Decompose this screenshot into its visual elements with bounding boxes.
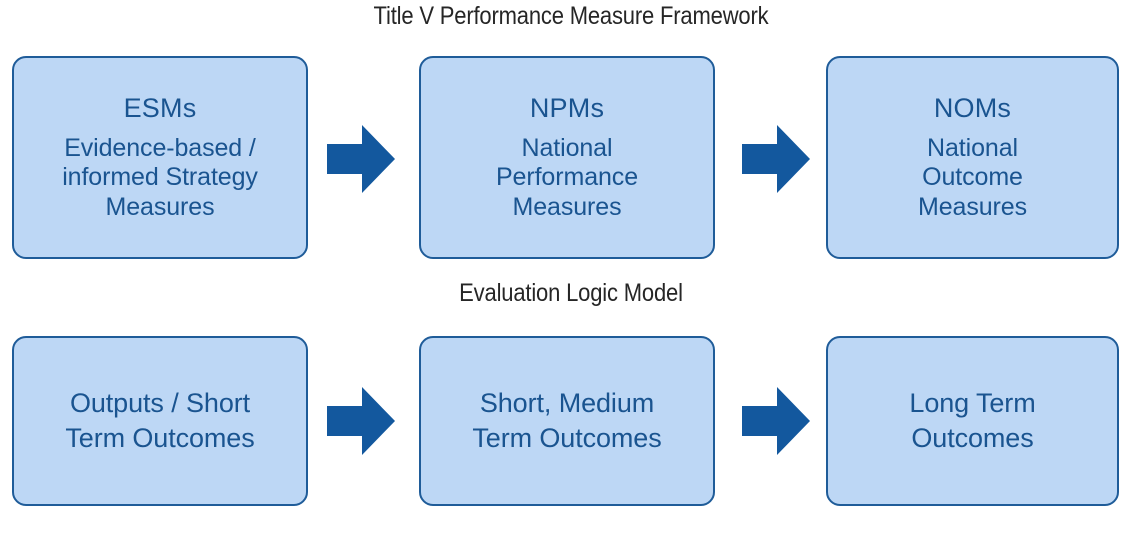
right-arrow-icon	[327, 125, 395, 193]
framework-section-title: Title V Performance Measure Framework	[373, 2, 769, 30]
box-noms-heading: NOMs	[933, 92, 1012, 123]
right-arrow-icon	[327, 387, 395, 455]
right-arrow-icon	[742, 387, 810, 455]
logic-model-section-title: Evaluation Logic Model	[459, 279, 683, 307]
box-npms-heading: NPMs	[529, 92, 605, 123]
box-esms-heading: ESMs	[123, 92, 197, 123]
right-arrow-icon	[742, 125, 810, 193]
